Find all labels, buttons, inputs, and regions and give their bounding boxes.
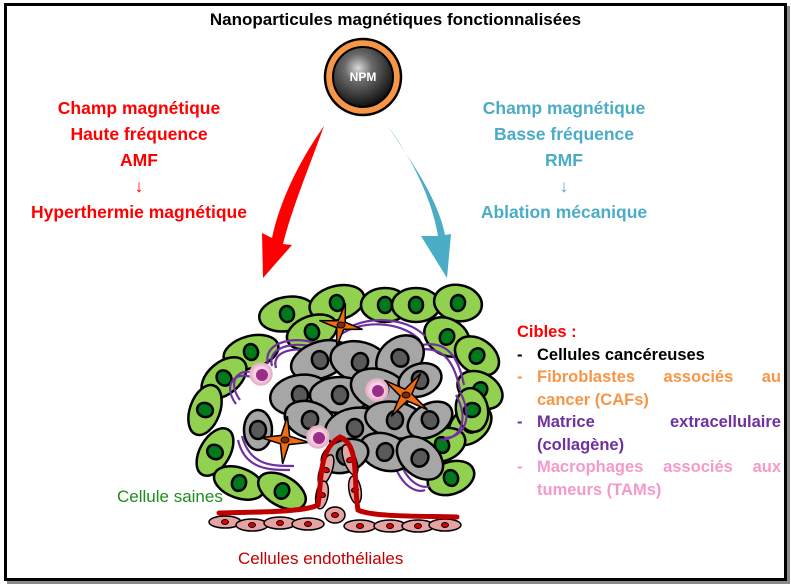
collagen-fiber bbox=[417, 348, 462, 391]
right-pathway-result: Ablation mécanique bbox=[480, 202, 648, 222]
endothelial-nucleus bbox=[221, 519, 229, 525]
healthy-cell-nucleus bbox=[328, 293, 346, 313]
cancer-cell-nucleus bbox=[410, 448, 430, 468]
healthy-cell-nucleus bbox=[195, 401, 215, 419]
collagen-fiber bbox=[236, 439, 291, 472]
healthy-cell-nucleus bbox=[278, 304, 296, 324]
blood-vessel bbox=[216, 434, 460, 520]
macrophage-nucleus bbox=[313, 432, 325, 444]
down-arrow-icon: ↓ bbox=[134, 176, 144, 196]
endothelial-nucleus bbox=[304, 521, 312, 527]
cancer-cell-nucleus bbox=[248, 419, 268, 441]
target-text: Macrophages associés aux tumeurs (TAMs) bbox=[537, 458, 781, 499]
right-pathway-line: Champ magnétique bbox=[482, 98, 646, 118]
endothelial-cells-label: Cellules endothéliales bbox=[238, 549, 404, 568]
target-text: Cellules cancéreuses bbox=[537, 345, 705, 364]
bullet-dash: - bbox=[517, 458, 523, 476]
cancer-cell-nucleus bbox=[350, 351, 370, 373]
targets-list: Cibles : - Cellules cancéreuses - Fibrob… bbox=[517, 321, 781, 501]
right-pathway-line: RMF bbox=[545, 150, 583, 170]
down-arrow-icon: ↓ bbox=[559, 176, 569, 196]
tumor-microenvironment bbox=[187, 283, 504, 533]
cancer-cell-nucleus bbox=[310, 349, 330, 371]
left-pathway: Champ magnétique Haute fréquence AMF ↓ H… bbox=[8, 95, 270, 225]
healthy-cell-nucleus bbox=[205, 443, 225, 461]
target-text: Matrice extracellulaire (collagène) bbox=[537, 413, 781, 454]
bullet-dash: - bbox=[517, 413, 523, 431]
blue-curved-arrow-icon bbox=[388, 126, 451, 278]
healthy-cell-nucleus bbox=[462, 401, 482, 419]
healthy-cell-nucleus bbox=[230, 473, 248, 493]
target-item: - Macrophages associés aux tumeurs (TAMs… bbox=[517, 456, 781, 501]
endothelial-nucleus bbox=[276, 520, 284, 526]
collagen-fiber bbox=[439, 394, 464, 442]
endothelial-nucleus bbox=[386, 523, 394, 529]
healthy-cell-nucleus bbox=[449, 293, 467, 313]
right-pathway: Champ magnétique Basse fréquence RMF ↓ A… bbox=[452, 95, 676, 225]
left-pathway-line: AMF bbox=[120, 150, 158, 170]
caf-nucleus bbox=[336, 321, 346, 329]
endothelial-nucleus bbox=[331, 512, 339, 518]
healthy-cell-nucleus bbox=[442, 468, 460, 488]
macrophage-nucleus bbox=[372, 385, 384, 397]
right-pathway-line: Basse fréquence bbox=[493, 124, 635, 144]
healthy-cell-nucleus bbox=[407, 295, 425, 315]
healthy-cell-nucleus bbox=[215, 369, 233, 387]
healthy-cell-nucleus bbox=[242, 342, 260, 362]
caf-nucleus bbox=[401, 391, 411, 399]
healthy-cell-nucleus bbox=[468, 347, 486, 365]
collagen-fiber bbox=[443, 391, 468, 440]
target-item: - Fibroblastes associés au cancer (CAFs) bbox=[517, 366, 781, 411]
cancer-cell-nucleus bbox=[345, 417, 365, 439]
left-pathway-line: Haute fréquence bbox=[70, 124, 208, 144]
collagen-fiber bbox=[339, 323, 421, 341]
collagen-fiber bbox=[240, 435, 295, 468]
cancer-cell-nucleus bbox=[375, 441, 395, 463]
target-item: - Matrice extracellulaire (collagène) bbox=[517, 411, 781, 456]
healthy-cell-nucleus bbox=[303, 322, 321, 342]
bullet-dash: - bbox=[517, 368, 523, 386]
left-pathway-result: Hyperthermie magnétique bbox=[31, 202, 247, 222]
target-item: - Cellules cancéreuses bbox=[517, 344, 781, 367]
targets-heading: Cibles : bbox=[517, 323, 577, 341]
caf-nucleus bbox=[280, 436, 290, 444]
macrophage-nucleus bbox=[256, 369, 268, 381]
healthy-cells-label: Cellule saines bbox=[117, 487, 223, 506]
nanoparticle-icon bbox=[323, 37, 403, 117]
endothelial-nucleus bbox=[248, 522, 256, 528]
healthy-cell-nucleus bbox=[376, 295, 394, 315]
target-text: Fibroblastes associés au cancer (CAFs) bbox=[537, 368, 781, 409]
bullet-dash: - bbox=[517, 345, 523, 364]
endothelial-nucleus bbox=[356, 523, 364, 529]
cancer-cell-nucleus bbox=[390, 348, 410, 368]
nanoparticle-label: NPM bbox=[349, 70, 377, 84]
endothelial-nucleus bbox=[414, 523, 422, 529]
red-curved-arrow-icon bbox=[262, 126, 324, 278]
left-pathway-line: Champ magnétique bbox=[57, 98, 221, 118]
cancer-cell-nucleus bbox=[330, 384, 350, 406]
cancer-cell-nucleus bbox=[420, 409, 440, 431]
diagram-title: Nanoparticules magnétiques fonctionnalis… bbox=[209, 10, 582, 29]
cancer-cell-nucleus bbox=[300, 409, 320, 431]
collagen-fiber bbox=[421, 343, 466, 386]
healthy-cell-nucleus bbox=[438, 327, 456, 347]
healthy-cell-nucleus bbox=[273, 481, 291, 501]
endothelial-nucleus bbox=[441, 522, 449, 528]
